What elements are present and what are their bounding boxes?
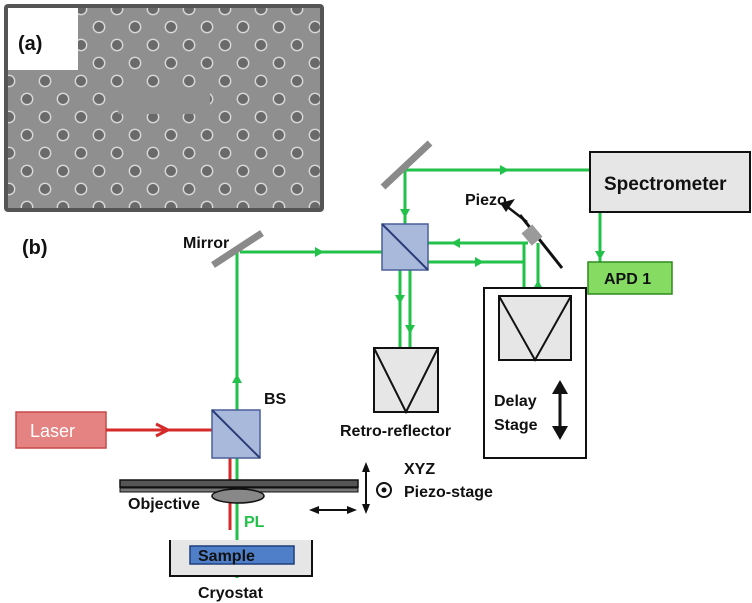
bs-label: BS [264, 391, 287, 408]
laser-label: Laser [30, 421, 75, 441]
cryostat-label: Cryostat [198, 585, 264, 602]
sample-label: Sample [198, 548, 255, 565]
pl-label: PL [244, 514, 265, 531]
retro-reflector [374, 348, 438, 412]
delay-stage-label-1: Delay [494, 393, 537, 410]
delay-stage-label-2: Stage [494, 417, 538, 434]
piezo-label: Piezo [465, 192, 507, 209]
panel-b-label: (b) [22, 237, 48, 259]
sem-image: (a) [4, 4, 324, 212]
mirror-label: Mirror [183, 235, 229, 252]
panel-a-label: (a) [18, 33, 42, 55]
apd-label: APD 1 [604, 271, 651, 288]
cavity-defect [118, 88, 210, 114]
piezo-stage-label: Piezo-stage [404, 484, 493, 501]
retro-reflector-label: Retro-reflector [340, 423, 451, 440]
piezo-mirror [500, 199, 562, 268]
corner-cube [499, 296, 571, 360]
xyz-label: XYZ [404, 461, 435, 478]
spectrometer-label: Spectrometer [604, 174, 727, 195]
beam-splitter-2 [382, 224, 428, 270]
beam-splitter-bs [212, 410, 260, 458]
objective-label: Objective [128, 496, 200, 513]
objective-lens [212, 489, 264, 503]
laser-source: Laser [16, 412, 106, 448]
